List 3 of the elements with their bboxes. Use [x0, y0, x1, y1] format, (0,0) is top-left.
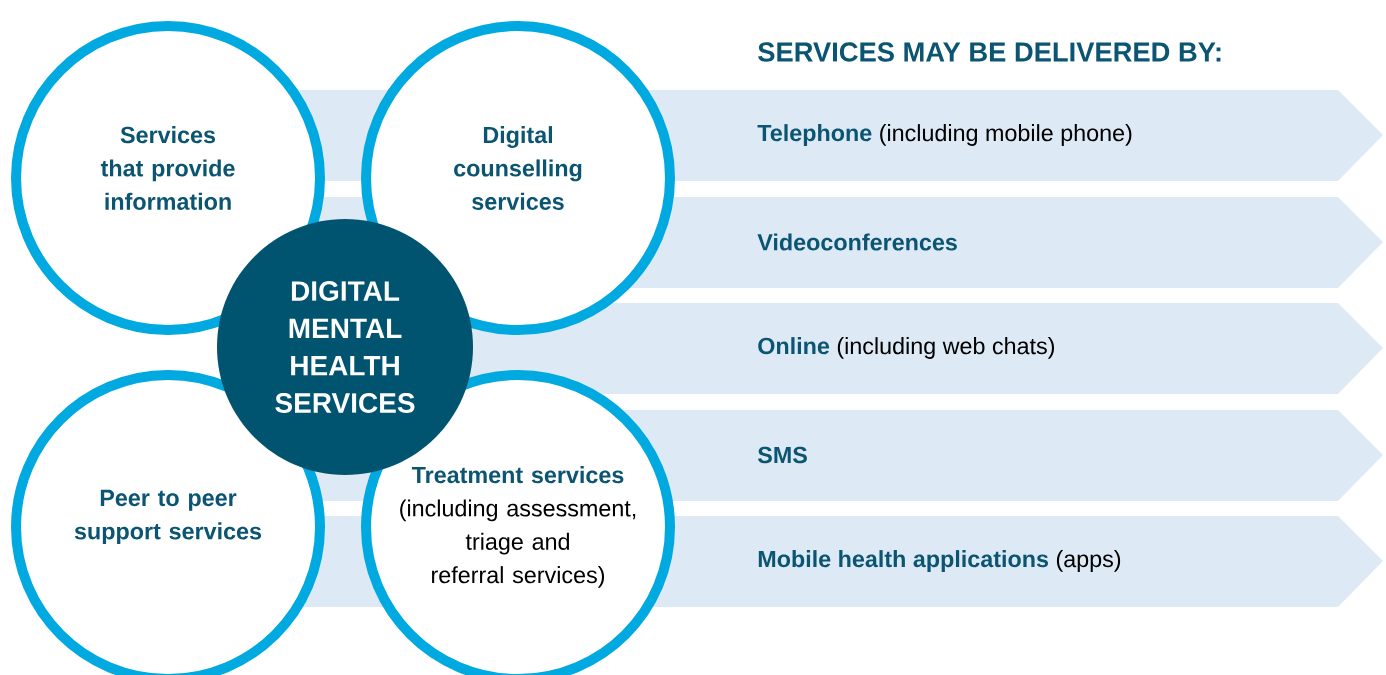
node-label: Peer to peer support services	[74, 489, 262, 545]
heading: SERVICES MAY BE DELIVERED BY:	[758, 42, 1221, 62]
arrow-band: Online (including web chats)	[462, 303, 1383, 394]
